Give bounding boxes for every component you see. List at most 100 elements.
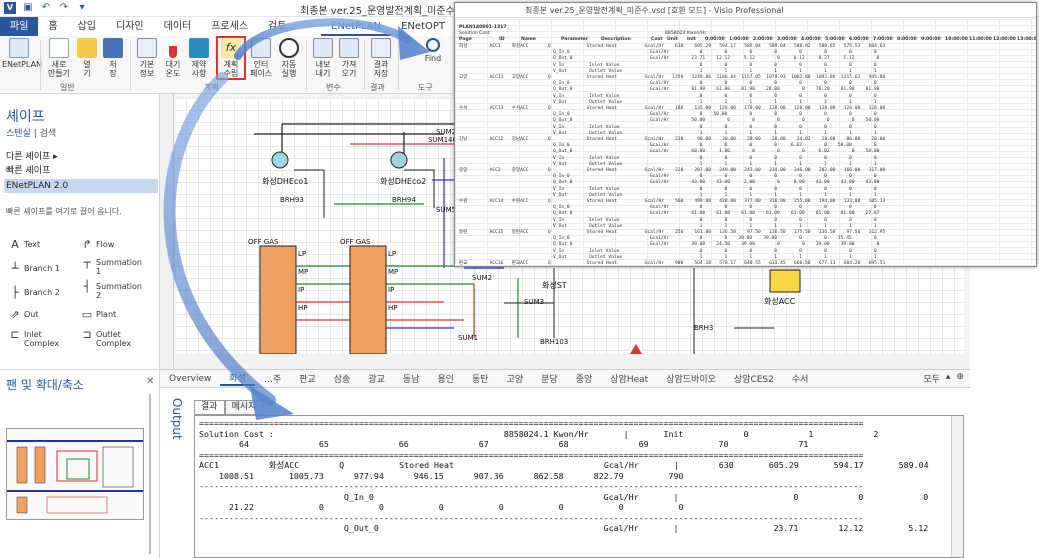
pan-zoom-thumbnail[interactable]: [6, 428, 144, 520]
page-tab-bundang[interactable]: 분당: [541, 375, 558, 385]
sheet-row: V_Out Outlet Value 1 1 1 1 1 1 1 1: [459, 223, 877, 229]
sheet-row: V_Out Outlet Value 1 1 1 1 1 1 1 1: [459, 161, 877, 167]
stencil-enetplan-item[interactable]: ENetPLAN 2.0: [4, 179, 158, 193]
fx-icon: fx: [221, 38, 241, 58]
close-icon[interactable]: ✕: [146, 376, 155, 387]
sheet-header-cell: Name: [521, 37, 536, 42]
sheet-row: V_Out Outlet Value 1 1 1 1 1 1 1 1: [459, 130, 877, 136]
sheet-header-cell: 6:00:00: [849, 37, 869, 42]
enetplan-button[interactable]: ENetPLAN: [2, 38, 42, 69]
shape-plant[interactable]: ▭Plant: [78, 309, 116, 320]
page-tab-jungang[interactable]: 중앙: [575, 375, 593, 385]
label-brh94: BRH94: [392, 196, 416, 204]
tab-insert[interactable]: 삽입: [77, 21, 97, 32]
shape-flow[interactable]: ↱Flow: [78, 238, 114, 251]
undo-icon[interactable]: ↶: [41, 2, 51, 13]
zoom-slider[interactable]: [149, 394, 151, 554]
grid-icon: [251, 38, 271, 58]
page-tab-yongin[interactable]: 용인: [437, 375, 455, 385]
search-link[interactable]: 검색: [39, 129, 57, 139]
stencil-link[interactable]: 스텐실: [6, 129, 31, 139]
output-tab-messages[interactable]: 메시지: [224, 400, 264, 415]
outlet-complex-icon: ⊐: [82, 328, 92, 341]
shape-out[interactable]: ⇗Out: [6, 309, 38, 320]
sheet-row: V_In Inlet Value 0 0 0 0 0 0 0 0: [459, 217, 877, 223]
sheet-header-cell: 5:00:00: [825, 37, 845, 42]
tab-design[interactable]: 디자인: [116, 21, 144, 32]
page-tab-goyang[interactable]: 고양: [506, 375, 524, 385]
tab-review[interactable]: 검토: [268, 21, 287, 32]
customize-qa-icon[interactable]: ▾: [79, 2, 85, 13]
sheet-row: 화성 ACC1 화성ACC Q Stored Heat Gcal/Hr 630 …: [459, 44, 886, 49]
output-scrollbar[interactable]: [951, 416, 963, 557]
sheet-solution-cost-value: 8858024 Kwon/Hr: [665, 31, 707, 36]
output-tab-results[interactable]: 결과: [194, 400, 225, 415]
page-tab-sangam-heat[interactable]: 상암Heat: [610, 375, 649, 385]
sheet-header-cell: Parameter: [561, 37, 589, 42]
sheet-header-cell: 10:00:00: [945, 37, 968, 42]
page-tab-sangam-bio[interactable]: 상암드바이오: [666, 375, 716, 385]
result-sheet-window[interactable]: 최종본 ver.25_운영발전계획_미준수.vsd [호환 모드] - Visi…: [454, 2, 1037, 267]
shapes-subheader: 스텐실 | 검색: [6, 129, 57, 139]
sheet-row: V_In Inlet Value 0 0 0 0 0 0 0 0: [459, 155, 877, 161]
page-tab-hwaseong[interactable]: 화성: [220, 371, 255, 386]
import-icon: [339, 38, 359, 58]
output-textbox[interactable]: ========================================…: [194, 415, 964, 558]
sheet-row: 수서 ACC13 수서ACC Q Stored Heat Gcal/Hr 180…: [459, 106, 886, 111]
sheet-row: 판교 ACC16 판교ACC Q Stored Heat Gcal/Hr 900…: [459, 261, 886, 266]
sheet-header-cell: 2:00:00: [753, 37, 773, 42]
more-shapes-item[interactable]: 다른 셰이프 ▸: [6, 152, 58, 162]
shape-branch2[interactable]: ├Branch 2: [6, 287, 60, 298]
result-grid[interactable]: PLAN140801-1317 Solution Cost 8858024 Kw…: [455, 19, 1036, 266]
tab-enetplan[interactable]: ENetPLAN: [321, 17, 392, 36]
tab-file[interactable]: 파일: [0, 17, 39, 36]
page-tab-samsong[interactable]: 삼송: [333, 375, 351, 385]
sheet-title-bar: 최종본 ver.25_운영발전계획_미준수.vsd [호환 모드] - Visi…: [455, 3, 1036, 18]
tab-enetopt[interactable]: ENetOPT: [401, 21, 445, 32]
sheet-row: V_In Inlet Value 0 0 0 0 0 0 0 0: [459, 62, 877, 68]
tab-process[interactable]: 프로세스: [211, 21, 249, 32]
page-tab-2[interactable]: …주: [263, 375, 282, 385]
sheet-row: Q_Out_0 Gcal/Hr 39.00 24.50 39.00 0 0 39…: [459, 242, 880, 248]
page-tab-overview[interactable]: Overview: [169, 373, 212, 384]
folder-icon: [77, 38, 97, 58]
page-tab-dongtan[interactable]: 동탄: [472, 375, 489, 385]
tab-data[interactable]: 데이터: [163, 21, 192, 32]
find-button[interactable]: Find: [420, 38, 446, 63]
page-tab-suseo[interactable]: 수서: [791, 375, 809, 385]
tab-home[interactable]: 홈: [48, 21, 58, 32]
output-title-wrap: Output: [168, 398, 186, 458]
flow-shape-icon: ↱: [82, 238, 92, 251]
page-tab-gwanggyo[interactable]: 광교: [368, 375, 385, 385]
label-dheco2: 화성DHEco2: [380, 177, 427, 186]
redo-icon[interactable]: ↷: [59, 2, 69, 13]
page-tab-dongnam[interactable]: 동남: [402, 375, 420, 385]
quick-shapes-item[interactable]: 빠른 셰이프: [6, 166, 51, 176]
save-icon[interactable]: ▣: [23, 2, 33, 13]
page-tabs: Overview 화성 …주 판교 삼송 광교 동남 용인 동탄 고양 분당 중…: [160, 369, 970, 388]
page-tab-pangyo[interactable]: 판교: [299, 375, 316, 385]
page-tab-sangam-ces2[interactable]: 상암CES2: [733, 375, 774, 385]
shape-branch1[interactable]: ┴Branch 1: [6, 263, 60, 274]
summation2-icon: ┤: [83, 280, 91, 293]
all-pages-button[interactable]: 모두: [923, 375, 940, 385]
add-page-icon[interactable]: ⊕: [956, 372, 964, 382]
scroll-tabs-icon[interactable]: ▴: [945, 372, 951, 382]
